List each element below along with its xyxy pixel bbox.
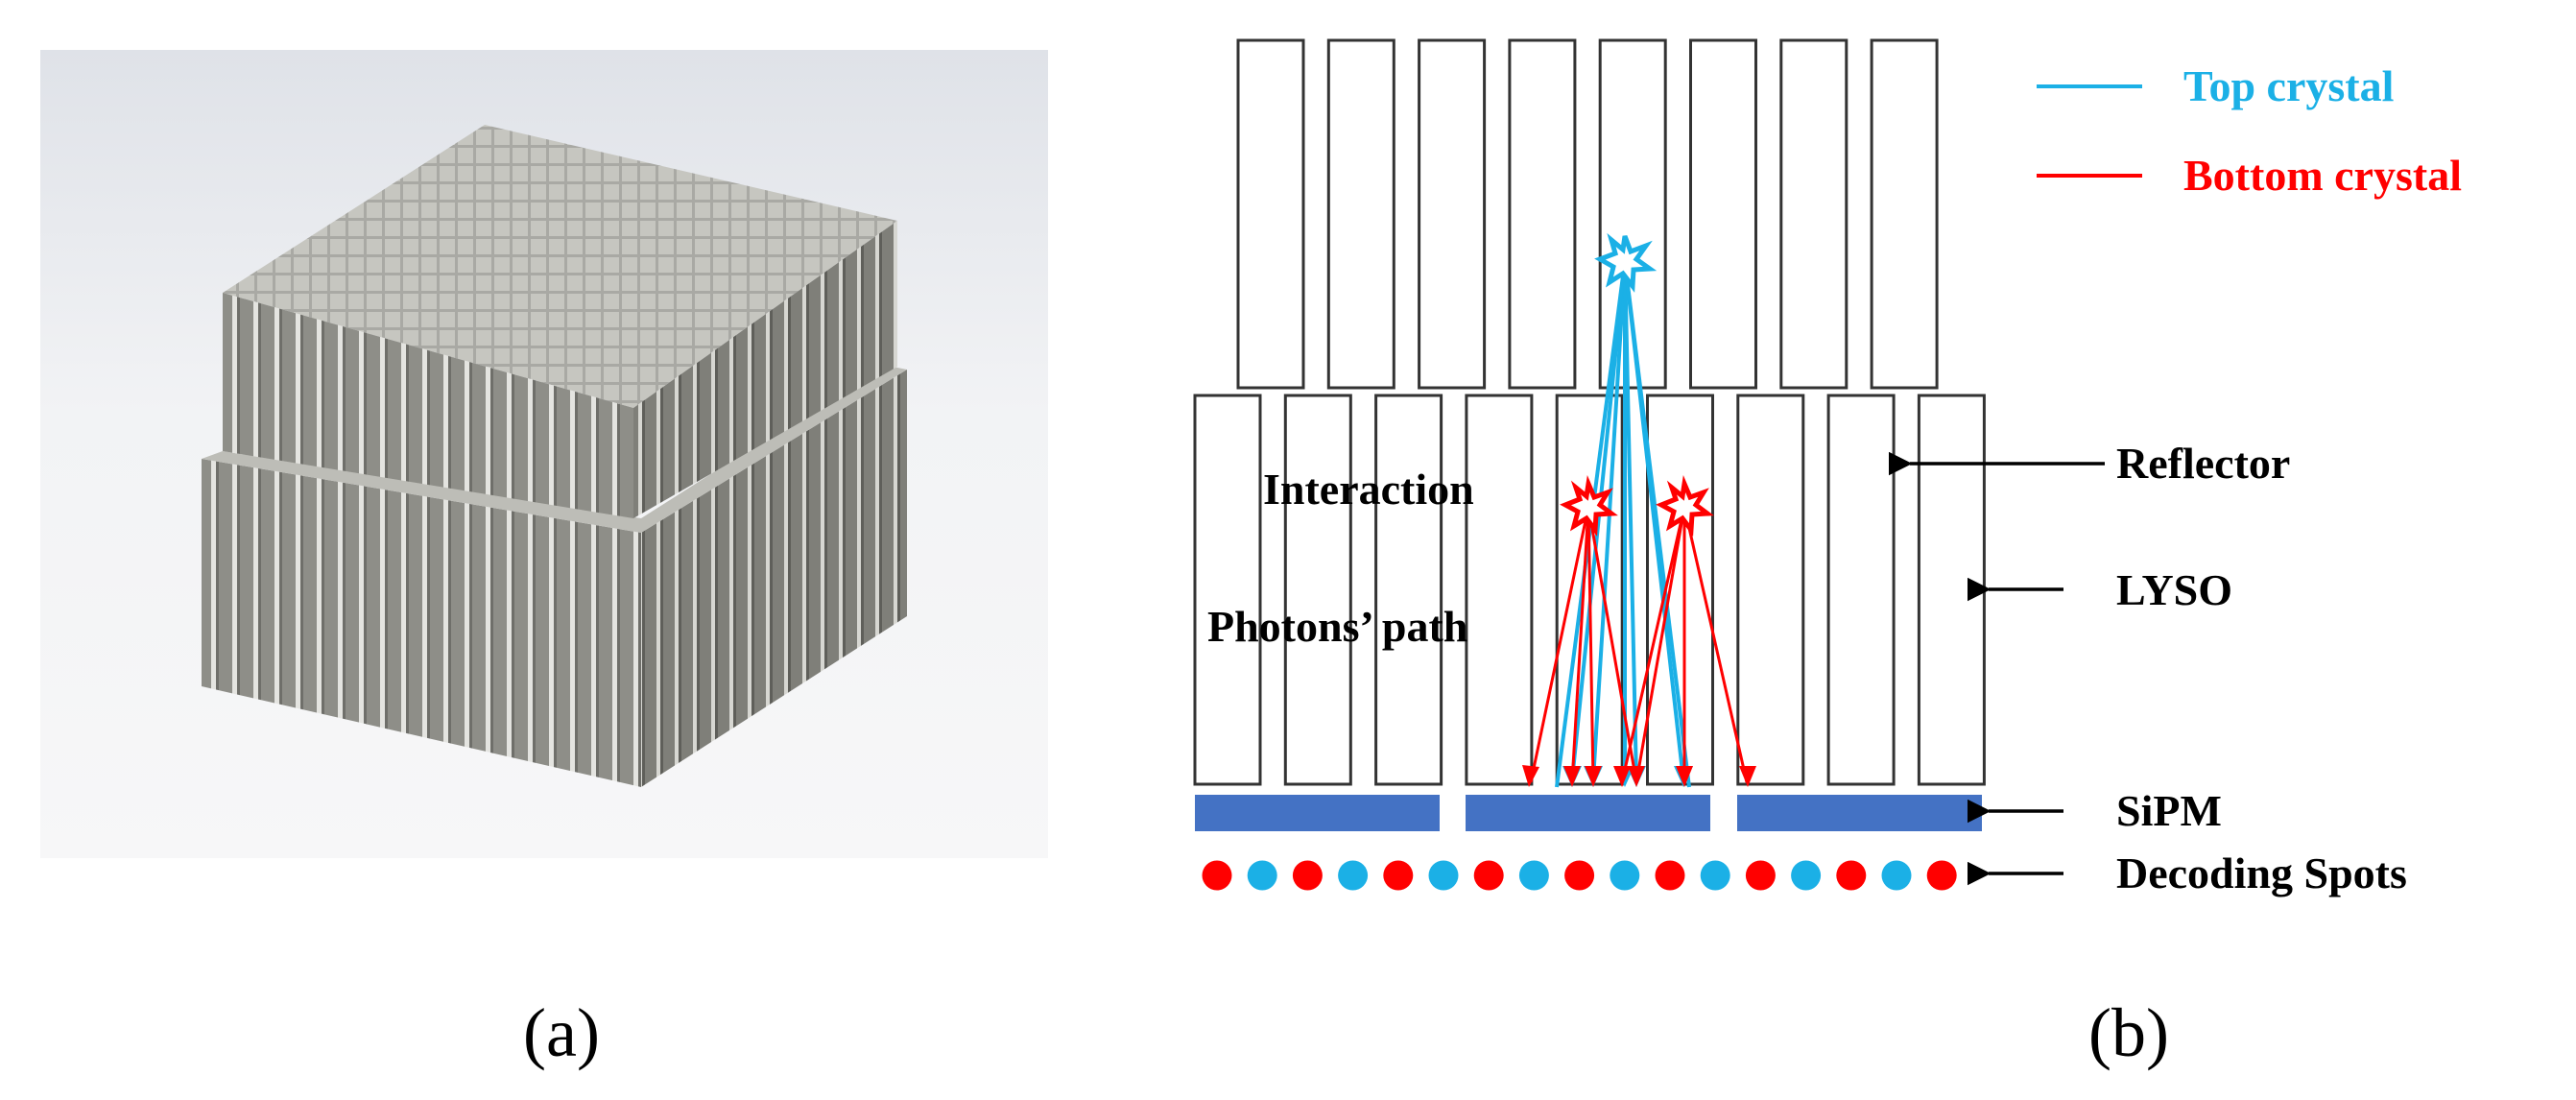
decoding-spot-blue [1518, 860, 1549, 891]
decoding-spot-blue [1247, 860, 1277, 891]
reflector-label: Reflector [2116, 439, 2290, 488]
red-photon-path [1682, 506, 1749, 783]
decoding-spot-blue [1791, 860, 1822, 891]
top-crystal [1326, 38, 1395, 390]
decoding-spot-red [1745, 860, 1776, 891]
red-photon-path [1634, 506, 1686, 783]
red-arrowhead [1676, 766, 1693, 787]
top-crystal [1236, 38, 1305, 390]
decoding-spot-red [1655, 860, 1685, 891]
callouts [1888, 451, 2105, 886]
top-layer-top-face [223, 125, 897, 408]
legend-top-crystal-label: Top crystal [2183, 61, 2394, 110]
lyso-crystal [1465, 394, 1534, 786]
legend-bottom-crystal-label: Bottom crystal [2183, 151, 2462, 200]
red-photon-path [1586, 506, 1595, 783]
sipm-block [1466, 795, 1710, 831]
lyso-crystal [1917, 394, 1986, 786]
lyso-crystal [1374, 394, 1443, 786]
interaction-label: Interaction [1263, 465, 1474, 514]
sipm-block [1195, 795, 1440, 831]
red-photon-path [1620, 506, 1686, 783]
bottom-crystal-photon-paths [1529, 506, 1749, 783]
top-crystal-layer [223, 125, 897, 518]
top-layer-left-face [223, 293, 633, 518]
decoding-spot-blue [1338, 860, 1369, 891]
blue-photon-path [1591, 260, 1627, 781]
bottom-interaction-burst-right [1656, 474, 1714, 537]
bottom-layer-left-face [202, 459, 641, 787]
red-arrowhead [1739, 766, 1756, 787]
lyso-crystal [1826, 394, 1896, 786]
decoding-spot-row [1202, 860, 1957, 891]
top-crystal-row [1236, 38, 1939, 390]
bottom-crystal-layer [202, 365, 907, 787]
top-crystal-photon-paths [1555, 260, 1691, 788]
top-crystal [1418, 38, 1487, 390]
red-arrowhead [1628, 766, 1645, 787]
decoding-spot-red [1473, 860, 1504, 891]
sipm-label: SiPM [2116, 786, 2222, 835]
top-crystal [1779, 38, 1849, 390]
decoding-spot-red [1836, 860, 1867, 891]
legend: Top crystal Bottom crystal [2037, 61, 2462, 200]
bottom-interaction-burst-left [1560, 474, 1618, 537]
red-arrowhead [1613, 766, 1631, 787]
top-crystal [1870, 38, 1939, 390]
red-arrowhead [1522, 765, 1539, 787]
sipm-row [1195, 795, 1982, 831]
lyso-crystal [1193, 394, 1262, 786]
decoding-spot-blue [1881, 860, 1912, 891]
lyso-crystal [1283, 394, 1352, 786]
lyso-crystal [1736, 394, 1805, 786]
lyso-label: LYSO [2116, 565, 2232, 614]
decoding-spot-red [1202, 860, 1232, 891]
red-photon-path [1570, 506, 1590, 783]
panel-a-caption: (a) [523, 994, 600, 1071]
bottom-layer-top-rim [202, 365, 907, 533]
red-arrowhead [1585, 766, 1602, 787]
decoding-spot-blue [1610, 860, 1640, 891]
blue-photon-path [1623, 260, 1638, 781]
panel-b-caption: (b) [2088, 994, 2169, 1071]
decoding-spots-label: Decoding Spots [2116, 849, 2407, 897]
decoding-spot-red [1383, 860, 1414, 891]
red-photon-path [1529, 506, 1590, 783]
decoding-spot-blue [1428, 860, 1459, 891]
red-arrowhead [1563, 766, 1581, 787]
top-crystal [1508, 38, 1577, 390]
bottom-crystal-arrowheads [1522, 765, 1756, 787]
blue-photon-path [1623, 260, 1691, 788]
panel-b: Interaction Photons’ path Top crystal Bo… [1193, 38, 2462, 1071]
top-crystal [1689, 38, 1757, 390]
decoding-spot-red [1564, 860, 1595, 891]
sipm-block [1737, 795, 1982, 831]
blue-photon-path [1570, 260, 1627, 781]
panel-a: (a) [40, 50, 1048, 1071]
bottom-layer-right-face [641, 370, 907, 787]
photons-path-label: Photons’ path [1207, 602, 1467, 651]
top-interaction-burst [1594, 232, 1658, 293]
top-layer-right-face [633, 221, 897, 518]
decoding-spot-red [1926, 860, 1957, 891]
decoding-spot-red [1292, 860, 1323, 891]
decoding-spot-blue [1700, 860, 1730, 891]
red-photon-path [1586, 506, 1638, 783]
